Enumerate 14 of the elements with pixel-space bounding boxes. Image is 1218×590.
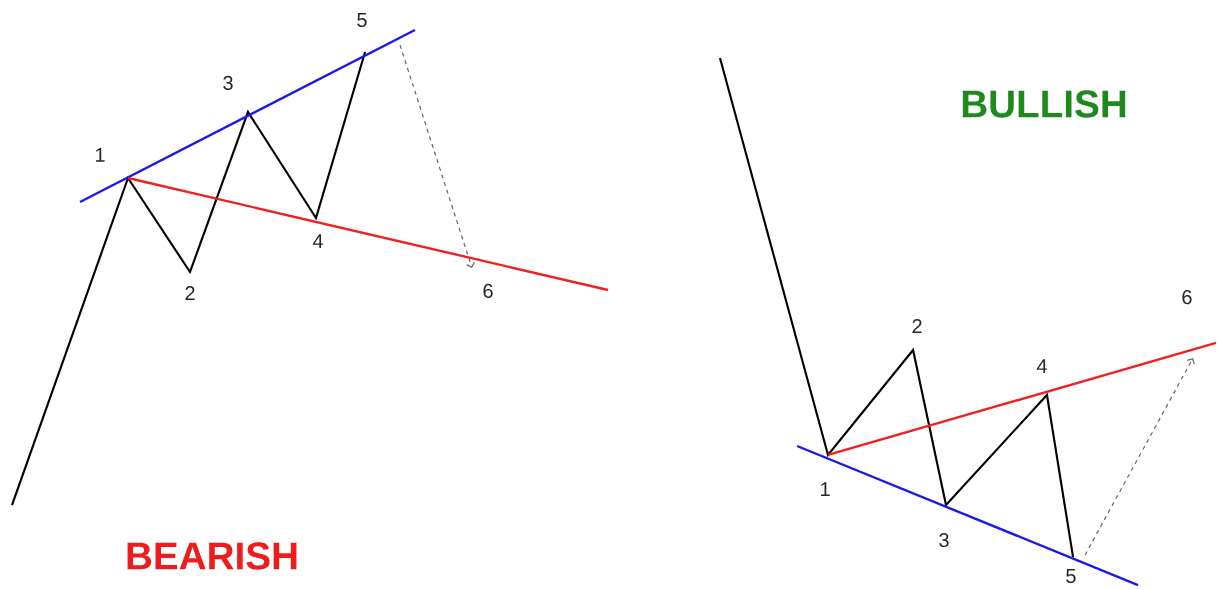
point-number: 2 — [185, 286, 195, 301]
point-number: 6 — [483, 283, 493, 298]
pattern-title: BEARISH — [127, 542, 297, 570]
point-number: 3 — [939, 532, 949, 548]
point-number: 1 — [821, 482, 830, 496]
point-number: 4 — [312, 234, 323, 248]
point-number: 3 — [223, 75, 233, 90]
pattern-title: BULLISH — [962, 90, 1126, 118]
point-number: 5 — [1066, 569, 1076, 583]
point-number: 4 — [1036, 359, 1047, 373]
point-number: 5 — [357, 13, 367, 27]
point-number: 6 — [1182, 290, 1192, 305]
point-number: 1 — [95, 148, 105, 162]
point-number: 2 — [912, 319, 922, 333]
